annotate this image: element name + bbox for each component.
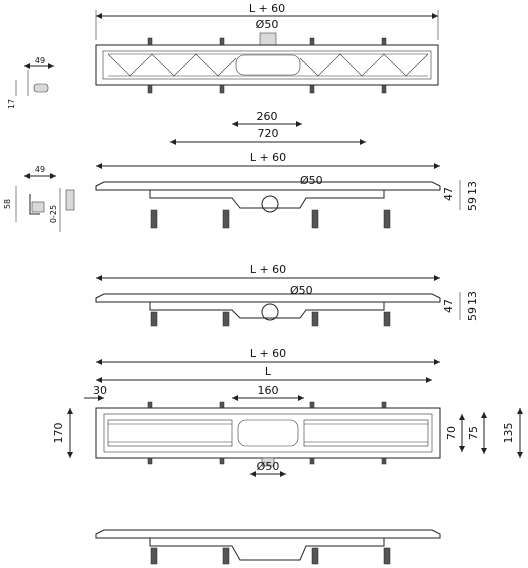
bottom-length-label: L — [265, 365, 272, 378]
side2-pipe-label: Ø50 — [290, 284, 313, 297]
top-overall-label: L + 60 — [249, 2, 285, 15]
side-view-2: L + 60 Ø50 47 59 13 — [95, 263, 479, 327]
side1-hb-label: 13 — [466, 181, 479, 195]
bottom-width-label: 170 — [52, 423, 65, 444]
side2-htotal-label: 47 — [442, 299, 455, 313]
section-a-width-label: 49 — [35, 56, 45, 65]
bottom-plan-view: L + 60 L 30 160 Ø50 170 70 75 135 — [52, 347, 523, 477]
bottom-wtotal-label: 135 — [502, 423, 515, 444]
side2-hb-label: 13 — [466, 291, 479, 305]
bottom-overall-label: L + 60 — [250, 347, 286, 360]
plate-dimensions: 260 720 — [170, 110, 366, 145]
section-b-adjust-label: 0-25 — [49, 205, 58, 223]
side-view-3 — [95, 529, 441, 565]
section-b-height-label: 58 — [3, 199, 12, 209]
top-pipe-label: Ø50 — [256, 18, 279, 31]
plate-inner-label: 260 — [257, 110, 278, 123]
bottom-wa-label: 70 — [445, 426, 458, 440]
bottom-outlet-label: 160 — [258, 384, 279, 397]
bottom-edge-label: 30 — [93, 384, 107, 397]
side1-pipe-label: Ø50 — [300, 174, 323, 187]
plate-outer-label: 720 — [258, 127, 279, 140]
side-view-1: L + 60 Ø50 47 59 13 — [95, 151, 479, 229]
section-a: 49 17 — [7, 56, 54, 109]
bottom-pipe-label: Ø50 — [257, 460, 280, 473]
side2-ha-label: 59 — [466, 307, 479, 321]
top-plan-view: L + 60 Ø50 — [95, 2, 439, 94]
side1-htotal-label: 47 — [442, 187, 455, 201]
side2-overall-label: L + 60 — [250, 263, 286, 276]
section-b-width-label: 49 — [35, 165, 45, 174]
section-b: 49 58 0-25 — [3, 165, 75, 232]
section-a-height-label: 17 — [7, 99, 16, 109]
side1-overall-label: L + 60 — [250, 151, 286, 164]
bottom-wb-label: 75 — [467, 426, 480, 440]
side1-ha-label: 59 — [466, 197, 479, 211]
